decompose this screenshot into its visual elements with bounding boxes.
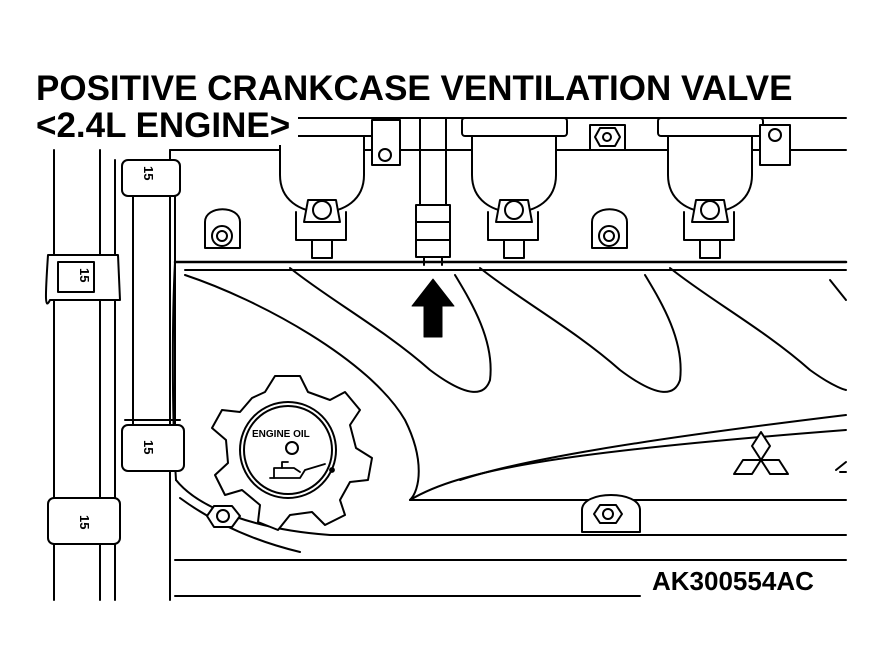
bolt <box>581 494 641 533</box>
hose-clip: 15 <box>121 159 181 197</box>
bolt <box>759 124 791 166</box>
figure-code: AK300554AC <box>652 566 814 596</box>
up-arrow-icon <box>411 278 455 338</box>
oil-cap-label: ENGINE OIL <box>252 429 310 440</box>
ignition-coil-2 <box>461 117 568 259</box>
bolt <box>589 124 626 151</box>
bolt <box>591 208 628 249</box>
hose-clip: 15 <box>47 497 121 545</box>
cover-bolts <box>204 119 791 533</box>
clip-label: 15 <box>77 268 92 282</box>
hose-clip: 15 <box>44 254 121 305</box>
diagram-title-line2: <2.4L ENGINE> <box>36 107 299 145</box>
diagram-title-line1: POSITIVE CRANKCASE VENTILATION VALVE <box>36 70 797 108</box>
clip-label: 15 <box>141 166 156 180</box>
ignition-coil-3 <box>657 117 764 259</box>
oil-can-icon <box>269 461 335 479</box>
clip-label: 15 <box>141 440 156 454</box>
bolt <box>206 505 241 528</box>
clip-label: 15 <box>77 515 92 529</box>
hose-clip: 15 <box>121 424 185 472</box>
mitsubishi-logo-icon <box>733 431 789 475</box>
bolt <box>371 119 401 166</box>
oil-filler-cap: ENGINE OIL <box>211 375 373 531</box>
intake-runners <box>289 267 847 393</box>
bolt <box>204 208 241 249</box>
pcv-valve <box>415 117 451 266</box>
